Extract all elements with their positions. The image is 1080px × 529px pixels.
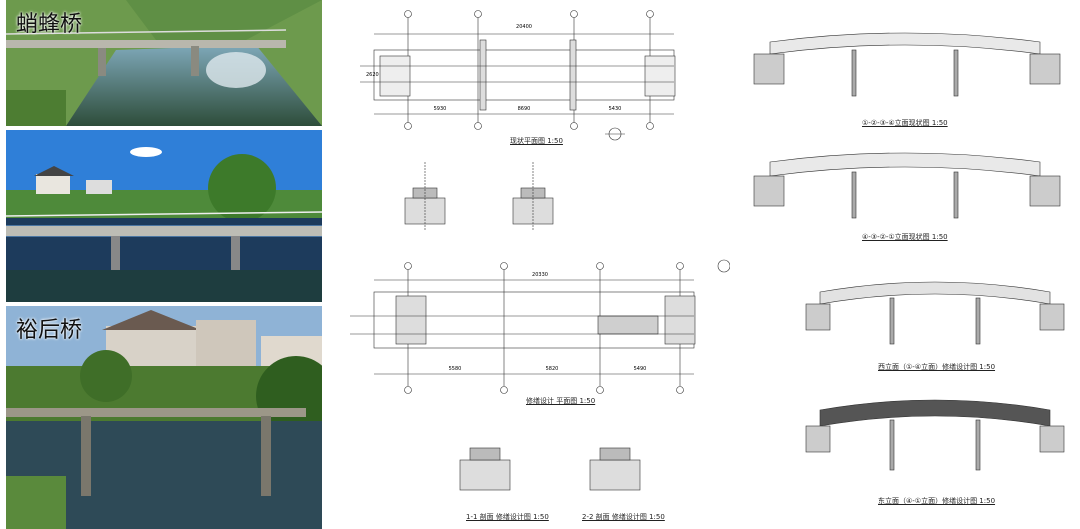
- current-sections: [404, 162, 554, 230]
- plan-width-dim: 2620: [366, 72, 379, 78]
- repair-elevation-a: [805, 281, 1065, 345]
- repair-left-dim: 5580: [449, 366, 462, 372]
- current-elevation-b: [753, 152, 1061, 219]
- bridge-photo-3: 裕后桥: [6, 306, 322, 529]
- repair-sections: [459, 447, 641, 491]
- current-elevation-a: [753, 32, 1061, 97]
- photo-1-label: 蛸蜂桥: [16, 12, 83, 37]
- caption-elev-repair-b: 东立面（④-①立面）修缮设计图 1:50: [878, 497, 996, 505]
- caption-elev-current-b: ④-③-②-①立面现状图 1:50: [862, 233, 948, 241]
- plan-left-dim: 5930: [434, 106, 447, 112]
- bridge-photo-2: [6, 130, 322, 302]
- photo-3-label: 裕后桥: [16, 318, 83, 343]
- repair-right-dim: 5490: [634, 366, 647, 372]
- caption-plan-repair: 修缮设计 平面图 1:50: [526, 397, 596, 405]
- caption-plan-current: 现状平面图 1:50: [510, 137, 563, 145]
- caption-sec2-repair: 2-2 剖面 修缮设计图 1:50: [582, 513, 665, 521]
- caption-elev-current-a: ①-②-③-④立面现状图 1:50: [862, 119, 948, 127]
- repair-total-dim: 20330: [532, 272, 548, 278]
- bridge-photo-1: 蛸蜂桥: [6, 0, 322, 126]
- repair-mid-dim: 5820: [546, 366, 559, 372]
- caption-elev-repair-a: 西立面（①-④立面）修缮设计图 1:50: [878, 363, 996, 371]
- plan-mid-dim: 8690: [518, 106, 531, 112]
- caption-sec1-repair: 1-1 剖面 修缮设计图 1:50: [466, 513, 549, 521]
- repair-elevation-b: [805, 399, 1065, 471]
- plan-right-dim: 5430: [609, 106, 622, 112]
- repair-plan-drawing: 20330 5580 5820 5490: [350, 259, 730, 394]
- plan-total-dim: 20400: [516, 24, 532, 30]
- current-plan-drawing: 20400 8690 5930 5430 2620: [360, 10, 676, 141]
